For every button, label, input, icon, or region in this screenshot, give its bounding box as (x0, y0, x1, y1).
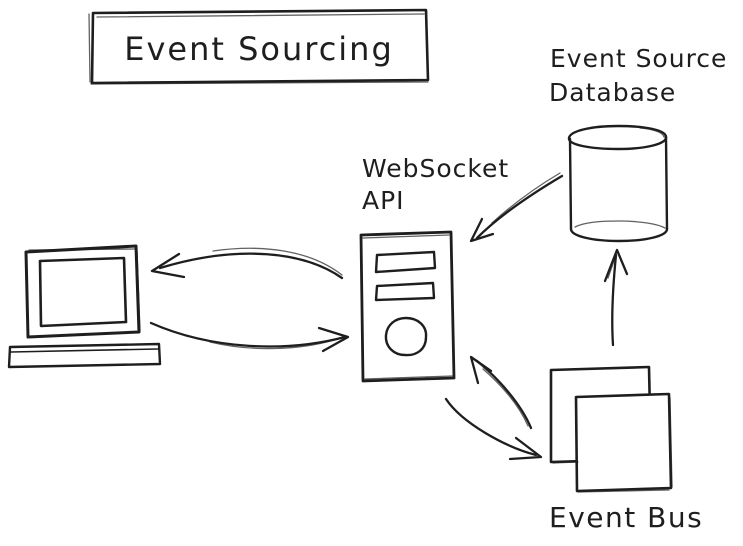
database-cylinder-body (568, 135, 669, 231)
arrow-client-to-api (149, 321, 350, 353)
arrow-database-to-api-head (469, 217, 495, 243)
arrow-bus-to-api (469, 355, 533, 430)
database-label-line1: Event Source (550, 44, 727, 73)
server-power-button (384, 316, 428, 357)
arrow-api-to-bus (444, 397, 543, 461)
arrow-api-to-bus-head (508, 436, 543, 461)
arrow-database-to-api-line (475, 174, 564, 240)
websocket-api-node: WebSocket API (359, 154, 509, 383)
websocket-api-label-line1: WebSocket (362, 154, 509, 183)
event-bus-overdraw (552, 397, 673, 493)
monitor-frame-overdraw (28, 248, 141, 332)
arrow-api-to-client (150, 247, 344, 280)
title-box-overdraw (88, 13, 429, 85)
keyboard (7, 342, 162, 369)
database-cylinder-bottom (569, 227, 669, 243)
event-bus-node: Event Bus (549, 365, 703, 534)
arrow-client-to-api-overdraw (209, 339, 335, 350)
arrow-bus-to-api-overdraw (482, 368, 529, 427)
websocket-api-label-line2: API (362, 186, 405, 215)
arrow-bus-to-database-overdraw (607, 257, 616, 279)
event-source-database-node: Event Source Database (549, 44, 727, 243)
arrow-client-to-api-head (317, 326, 350, 353)
server-drive-slot-1 (374, 250, 437, 274)
server-drive-slot-2 (374, 281, 436, 302)
arrow-api-to-bus-line (444, 397, 538, 457)
arrow-api-to-client-head (150, 252, 186, 279)
arrow-database-to-api-overdraw (491, 172, 561, 224)
server-case-overdraw (362, 234, 453, 380)
arrow-api-to-client-overdraw (212, 247, 343, 276)
arrow-bus-to-database-line (611, 253, 618, 347)
arrow-bus-to-database (603, 248, 629, 347)
arrow-bus-to-database-head (603, 248, 629, 283)
event-bus-label: Event Bus (549, 501, 703, 534)
event-bus-front-square (574, 392, 673, 493)
arrow-database-to-api (469, 172, 564, 243)
arrow-api-to-client-line (158, 252, 344, 280)
arrow-bus-to-api-head (469, 355, 493, 385)
database-cylinder-overdraw (574, 127, 666, 229)
diagram-title: Event Sourcing (124, 30, 394, 68)
title-box-border (90, 8, 430, 85)
arrow-client-to-api-line (149, 321, 347, 348)
client-computer-node (7, 244, 162, 369)
keyboard-top-edge (10, 348, 159, 353)
monitor-screen (38, 256, 128, 328)
database-label-line2: Database (549, 78, 676, 107)
title-box: Event Sourcing (88, 8, 430, 85)
arrows (149, 172, 629, 461)
